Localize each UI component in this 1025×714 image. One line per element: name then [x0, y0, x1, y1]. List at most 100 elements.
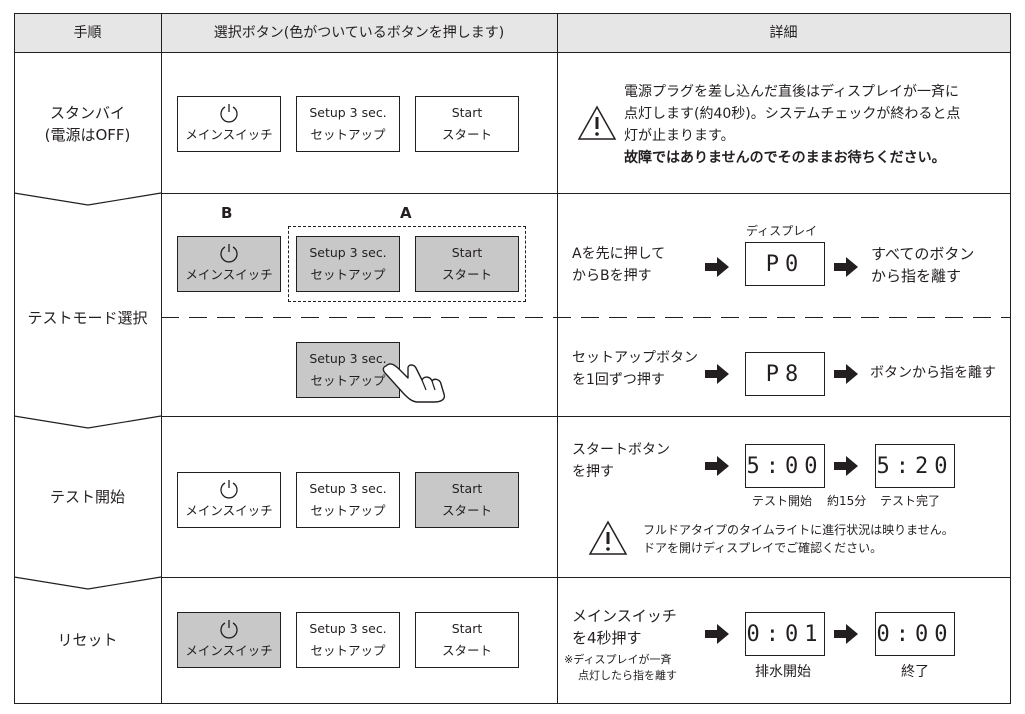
- arrow-right-icon: [705, 456, 729, 476]
- start-button[interactable]: Start スタート: [415, 612, 519, 668]
- column-divider: [161, 13, 162, 703]
- reset-caption1: 排水開始: [755, 664, 811, 680]
- row-divider: [161, 416, 1011, 417]
- teststart-caption-mid: 約15分: [827, 494, 867, 508]
- testmode-result2: ボタンから指を離す: [870, 365, 996, 381]
- step-chevron: [14, 415, 162, 429]
- display-0-00: 0:00: [875, 612, 955, 656]
- table-header: [14, 13, 1010, 53]
- standby-detail-3: 灯が止まります。: [624, 128, 735, 144]
- setup-label-en: Setup 3 sec.: [309, 621, 387, 636]
- display-p0: P0: [745, 242, 825, 286]
- arrow-right-icon: [834, 624, 858, 644]
- testmode-step2-line2: を1回ずつ押す: [572, 372, 665, 388]
- testmode-result1-line1: すべてのボタン: [871, 245, 975, 263]
- testmode-label: テストモード選択: [27, 309, 148, 327]
- display-p8: P8: [745, 352, 825, 396]
- display-5-20: 5:20: [875, 444, 955, 488]
- main-switch-label: メインスイッチ: [185, 267, 273, 282]
- setup-label-jp: セットアップ: [310, 643, 386, 658]
- setup-button[interactable]: Setup 3 sec. セットアップ: [296, 472, 400, 528]
- teststart-warning-1: フルドアタイプのタイムライトに進行状況は映りません。: [643, 523, 954, 537]
- standby-label: スタンバイ: [49, 104, 125, 122]
- arrow-right-icon: [705, 257, 729, 277]
- start-label-en: Start: [451, 621, 483, 636]
- dashed-separator: [161, 317, 1011, 318]
- arrow-right-icon: [834, 364, 858, 384]
- setup-label-en: Setup 3 sec.: [309, 481, 387, 496]
- start-label-en: Start: [451, 481, 483, 496]
- reset-label: リセット: [57, 631, 118, 649]
- start-label-jp: スタート: [441, 503, 492, 518]
- table-border-right: [1010, 13, 1011, 703]
- row-label-testmode: テストモード選択: [14, 300, 161, 336]
- header-step: 手順: [73, 25, 102, 41]
- row-label-teststart: テスト開始: [14, 416, 161, 577]
- setup-label-jp: セットアップ: [310, 373, 386, 388]
- reset-step-line2: を4秒押す: [572, 629, 642, 647]
- start-label-en: Start: [451, 245, 483, 260]
- standby-detail-4: 故障ではありませんのでそのままお待ちください。: [624, 150, 946, 166]
- teststart-caption2: テスト完了: [880, 494, 941, 508]
- row-label-standby: スタンバイ (電源はOFF): [14, 55, 161, 193]
- standby-detail-2: 点灯します(約40秒)。システムチェックが終わると点: [624, 106, 961, 122]
- standby-sublabel: (電源はOFF): [44, 126, 131, 144]
- main-switch-button[interactable]: メインスイッチ: [177, 96, 281, 152]
- start-label-jp: スタート: [441, 127, 492, 142]
- header-detail: 詳細: [769, 25, 798, 41]
- reset-caption2: 終了: [901, 664, 929, 680]
- start-button[interactable]: Start スタート: [415, 472, 519, 528]
- header-buttons: 選択ボタン(色がついているボタンを押します): [213, 25, 505, 41]
- testmode-result1-line2: から指を離す: [871, 267, 962, 285]
- testmode-step1-line1: Aを先に押して: [572, 246, 666, 262]
- start-label-en: Start: [451, 105, 483, 120]
- row-label-reset: リセット: [14, 577, 161, 703]
- arrow-right-icon: [834, 257, 858, 277]
- main-switch-label: メインスイッチ: [185, 643, 273, 658]
- testmode-step1-line2: からBを押す: [572, 268, 652, 284]
- power-icon: [220, 620, 238, 639]
- setup-label-jp: セットアップ: [310, 503, 386, 518]
- warning-icon: [588, 520, 628, 555]
- arrow-right-icon: [705, 624, 729, 644]
- teststart-step-line1: スタートボタン: [572, 442, 670, 458]
- setup-label-en: Setup 3 sec.: [309, 245, 387, 260]
- main-switch-button[interactable]: メインスイッチ: [177, 472, 281, 528]
- table-border-bottom: [14, 703, 1011, 704]
- teststart-step-line2: を押す: [572, 464, 614, 480]
- step-chevron: [14, 576, 162, 590]
- group-a-label: A: [400, 204, 412, 222]
- teststart-warning-2: ドアを開けディスプレイでご確認ください。: [643, 541, 883, 555]
- step-chevron: [14, 192, 162, 206]
- reset-step-line1: メインスイッチ: [572, 607, 677, 625]
- main-switch-button[interactable]: メインスイッチ: [177, 612, 281, 668]
- group-b-label: B: [221, 204, 233, 222]
- hand-pointer-icon: [382, 363, 446, 403]
- column-divider: [557, 13, 558, 703]
- display-5-00: 5:00: [745, 444, 825, 488]
- group-a-box: [288, 226, 526, 302]
- reset-note-2: 点灯したら指を離す: [578, 669, 677, 682]
- setup-label-jp: セットアップ: [310, 267, 386, 282]
- setup-button[interactable]: Setup 3 sec. セットアップ: [296, 96, 400, 152]
- power-icon: [220, 480, 238, 499]
- display-0-01: 0:01: [745, 612, 825, 656]
- arrow-right-icon: [705, 364, 729, 384]
- setup-label-en: Setup 3 sec.: [309, 105, 387, 120]
- table-border-left: [14, 13, 15, 703]
- main-switch-label: メインスイッチ: [185, 503, 273, 518]
- reset-note-1: ※ディスプレイが一斉: [564, 653, 672, 666]
- setup-button[interactable]: Setup 3 sec. セットアップ: [296, 342, 400, 398]
- start-label-jp: スタート: [441, 643, 492, 658]
- start-button[interactable]: Start スタート: [415, 236, 519, 292]
- main-switch-button[interactable]: メインスイッチ: [177, 236, 281, 292]
- row-divider: [161, 193, 1011, 194]
- setup-button[interactable]: Setup 3 sec. セットアップ: [296, 612, 400, 668]
- setup-button[interactable]: Setup 3 sec. セットアップ: [296, 236, 400, 292]
- row-divider: [161, 577, 1011, 578]
- start-label-jp: スタート: [441, 267, 492, 282]
- teststart-label: テスト開始: [49, 487, 125, 506]
- warning-icon: [577, 105, 617, 140]
- testmode-step2-line1: セットアップボタン: [572, 350, 698, 366]
- start-button[interactable]: Start スタート: [415, 96, 519, 152]
